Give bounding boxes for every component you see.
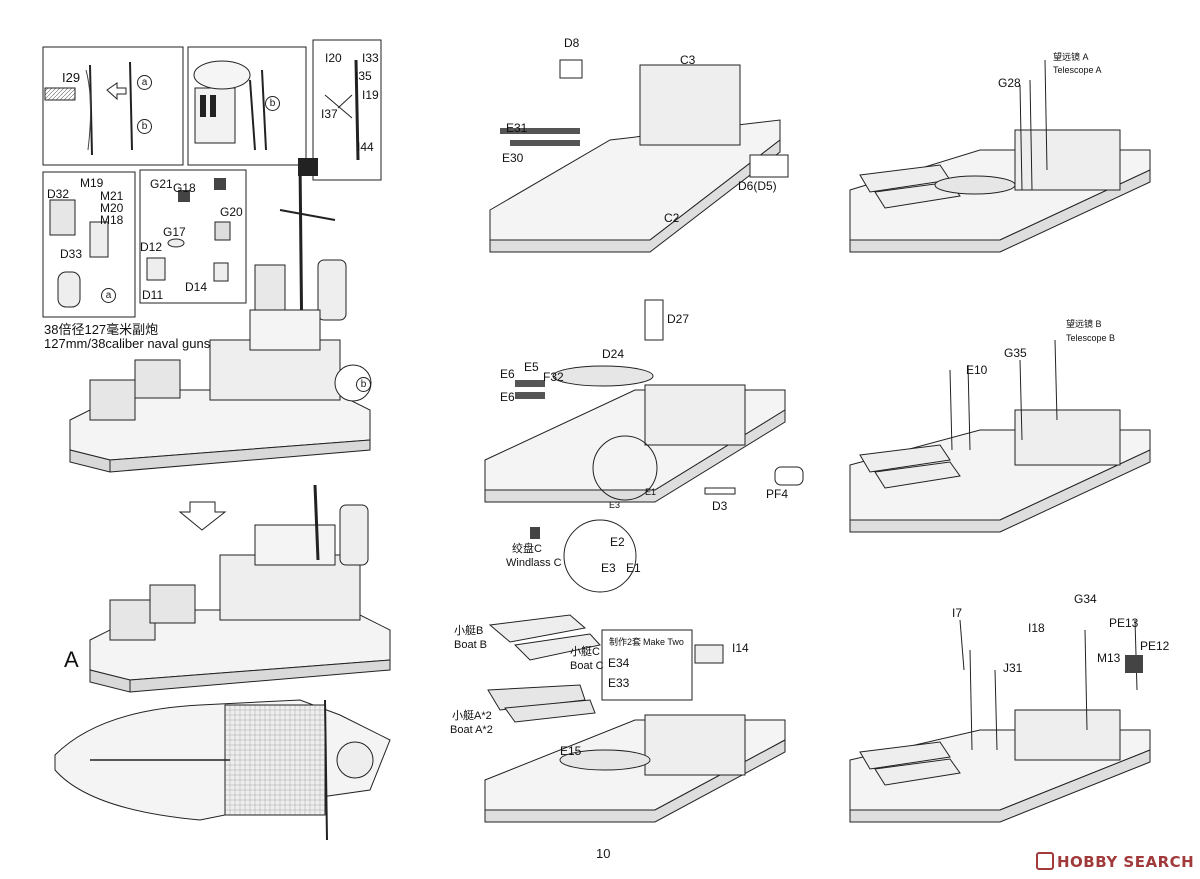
- label-i7: I7: [952, 606, 963, 620]
- boat-a-cn: 小艇A*2: [452, 710, 492, 722]
- hobby-search-logo-icon: [1036, 852, 1054, 870]
- label-g28: G28: [998, 76, 1021, 90]
- watermark-text: HOBBY SEARCH: [1057, 853, 1195, 871]
- label-pe13: PE13: [1109, 616, 1139, 630]
- boat-c-en: Boat C: [570, 660, 604, 672]
- label-e1-small: E1: [645, 487, 657, 497]
- boat-b-en: Boat B: [454, 639, 488, 651]
- label-m18: M18: [100, 213, 124, 227]
- label-d12: D12: [140, 240, 163, 254]
- callout-b-ship: b: [356, 377, 371, 392]
- label-e15: E15: [560, 744, 582, 758]
- ship-superstructure-step1: [69, 309, 371, 473]
- label-d32: D32: [47, 187, 70, 201]
- telescope-b-cn: 望远镜 B: [1066, 319, 1102, 329]
- right-step3-deck: [849, 619, 1151, 823]
- telescope-b-en: Telescope B: [1066, 333, 1116, 343]
- label-g21: G21: [150, 177, 173, 191]
- label-i19: I19: [362, 88, 379, 102]
- right-step2-deck: [849, 339, 1151, 533]
- windlass-detail-circle: [563, 519, 637, 593]
- make-two-cn: 制作2套: [609, 637, 642, 647]
- boat-a-en: Boat A*2: [450, 724, 493, 736]
- caption-guns-cn: 38倍径127毫米副炮: [44, 322, 159, 337]
- label-d6: D6(D5): [738, 179, 777, 193]
- label-i33: I33: [362, 51, 379, 65]
- label-i18: I18: [1028, 621, 1045, 635]
- mid-step2-deck: [484, 299, 804, 503]
- label-d8: D8: [564, 36, 580, 50]
- windlass-en: Windlass C: [506, 557, 562, 569]
- label-e3: E3: [601, 561, 616, 575]
- mast-inset: [312, 39, 382, 181]
- label-g17: G17: [163, 225, 186, 239]
- label-m21: M21: [100, 189, 124, 203]
- label-g34: G34: [1074, 592, 1097, 606]
- label-e3-small: E3: [609, 500, 621, 510]
- label-f32: F32: [543, 370, 564, 384]
- callout-b: b: [137, 119, 152, 134]
- watermark: HOBBY SEARCH: [1036, 852, 1194, 871]
- label-e31: E31: [506, 121, 528, 135]
- page-number: 10: [596, 846, 611, 861]
- fittings-inset: [139, 169, 247, 304]
- label-d14: D14: [185, 280, 208, 294]
- mid-step3-boats: [487, 614, 724, 723]
- boat-c-cn: 小艇C: [570, 646, 600, 658]
- section-letter-a: A: [64, 647, 79, 672]
- main-mast: [254, 158, 347, 361]
- boat-b-cn: 小艇B: [454, 625, 484, 637]
- label-d11: D11: [142, 288, 164, 302]
- label-g35: G35: [1004, 346, 1027, 360]
- label-d27: D27: [667, 312, 690, 326]
- label-e6-top: E6: [500, 367, 515, 381]
- label-g20: G20: [220, 205, 243, 219]
- label-d33: D33: [60, 247, 83, 261]
- label-m19: M19: [80, 176, 104, 190]
- ship-superstructure-assembled: [89, 484, 391, 693]
- label-pe12: PE12: [1140, 639, 1170, 653]
- label-e30: E30: [502, 151, 524, 165]
- label-m20: M20: [100, 201, 124, 215]
- label-e2: E2: [610, 535, 625, 549]
- callout-a-gun: a: [101, 288, 116, 303]
- label-d3: D3: [712, 499, 728, 513]
- telescope-a-en: Telescope A: [1053, 65, 1102, 75]
- label-g18: G18: [173, 181, 196, 195]
- label-m13: M13: [1097, 651, 1121, 665]
- left-rail-inset: [42, 46, 184, 166]
- windlass-cn: 绞盘C: [512, 543, 542, 555]
- label-e5: E5: [524, 360, 539, 374]
- label-e6-bottom: E6: [500, 390, 515, 404]
- label-i37: I37: [321, 107, 338, 121]
- label-i20: I20: [325, 51, 342, 65]
- label-e33: E33: [608, 676, 630, 690]
- label-c3: C3: [680, 53, 696, 67]
- callout-a: a: [137, 75, 152, 90]
- right-step1-deck: [849, 59, 1151, 253]
- label-i14: I14: [732, 641, 749, 655]
- caption-guns-en: 127mm/38caliber naval guns: [44, 336, 211, 351]
- make-two-en: Make Two: [643, 637, 684, 647]
- telescope-a-cn: 望远镜 A: [1053, 52, 1089, 62]
- plan-view: [54, 699, 391, 841]
- label-c2: C2: [664, 211, 680, 225]
- label-e34: E34: [608, 656, 630, 670]
- label-j31: J31: [1003, 661, 1023, 675]
- label-d24: D24: [602, 347, 625, 361]
- gun-turret-inset: [42, 171, 136, 318]
- label-e10: E10: [966, 363, 988, 377]
- label-i35: I35: [355, 69, 372, 83]
- mid-step3-deck: [484, 714, 786, 823]
- bridge-detail-inset: [187, 46, 307, 166]
- label-pf4: PF4: [766, 487, 789, 501]
- label-e1: E1: [626, 561, 641, 575]
- mid-step1-deck: [489, 59, 789, 253]
- callout-b-bridge: b: [265, 96, 280, 111]
- label-i29: I29: [62, 70, 81, 85]
- label-i44: I44: [357, 140, 374, 154]
